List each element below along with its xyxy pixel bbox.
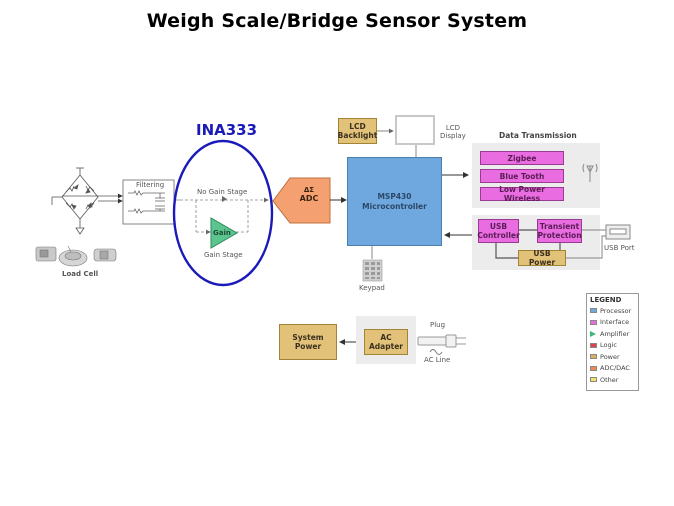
lcd-backlight-line2: Backlight <box>337 131 378 140</box>
transient-protection-block: Transient Protection <box>537 219 582 243</box>
gain-label: Gain <box>213 229 231 237</box>
ina333-label: INA333 <box>196 121 258 139</box>
lcd-display-line2: Display <box>440 132 466 140</box>
legend-label: ADC/DAC <box>600 364 630 373</box>
usb-port-icon <box>605 224 631 240</box>
ina333-outline <box>172 139 274 287</box>
legend-item-processor: Processor <box>590 305 635 317</box>
gain-stage-label: Gain Stage <box>204 251 243 259</box>
legend-title: LEGEND <box>590 296 622 304</box>
plug-icon <box>417 334 466 348</box>
adc-label: ADC <box>299 194 319 203</box>
ac-line-label: AC Line <box>424 356 451 364</box>
ac-wave-icon <box>429 349 443 355</box>
signal-path <box>180 197 269 235</box>
usb-controller-line2: Controller <box>477 231 520 240</box>
usb-wiring <box>495 229 606 259</box>
logic-swatch-icon <box>590 342 597 348</box>
usb-power-block: USB Power <box>518 249 566 267</box>
legend-item-adc-dac: ADC/DAC <box>590 363 635 375</box>
adc-block: ΔΣ ADC <box>290 186 328 203</box>
gain-amplifier-triangle <box>210 217 239 249</box>
no-gain-stage-label: No Gain Stage <box>197 188 248 196</box>
adc-symbol: ΔΣ <box>303 186 315 194</box>
legend-label: Other <box>600 375 619 384</box>
lcd-backlight-block: LCD Backlight <box>338 118 377 144</box>
bridge-sensor-icon <box>51 167 123 235</box>
plug-label: Plug <box>430 321 446 329</box>
legend: LEGEND Processor Interface Amplifier Log… <box>586 293 639 391</box>
msp430-microcontroller-block: MSP430 Microcontroller <box>347 157 442 246</box>
system-power-block: System Power <box>279 324 337 360</box>
lcd-backlight-line1: LCD <box>349 122 366 131</box>
legend-label: Power <box>600 352 620 361</box>
mcu-line2: Microcontroller <box>362 201 427 211</box>
usb-controller-block: USB Controller <box>477 219 520 243</box>
signal-arrow-icon <box>222 196 227 202</box>
system-power-line2: Power <box>294 342 322 351</box>
other-swatch-icon <box>590 377 597 383</box>
lcd-display-line1: LCD <box>445 124 460 132</box>
legend-item-logic: Logic <box>590 340 635 352</box>
lcd-display-screen <box>395 115 435 145</box>
filtering-label: Filtering <box>136 181 165 189</box>
legend-item-other: Other <box>590 374 635 386</box>
processor-swatch-icon <box>590 308 597 314</box>
keypad-icon <box>362 259 383 282</box>
keypad-label: Keypad <box>359 284 385 292</box>
zigbee-block: Zigbee <box>480 151 564 165</box>
bluetooth-block: Blue Tooth <box>480 169 564 183</box>
load-cell-icons <box>35 245 117 267</box>
load-cell-label: Load Cell <box>62 270 99 278</box>
legend-label: Logic <box>600 341 617 350</box>
system-power-line1: System <box>292 333 324 342</box>
low-power-wireless-block: Low Power Wireless <box>480 185 564 203</box>
interface-swatch-icon <box>590 319 597 325</box>
antenna-icon <box>582 163 598 182</box>
legend-item-amplifier: Amplifier <box>590 328 635 340</box>
page-title: Weigh Scale/Bridge Sensor System <box>146 10 528 32</box>
data-transmission-title: Data Transmission <box>499 131 577 140</box>
lcd-display-label: LCD Display <box>440 124 466 140</box>
usb-controller-line1: USB <box>489 222 508 231</box>
ac-adapter-block: AC Adapter <box>364 329 408 355</box>
transient-line2: Protection <box>537 231 582 240</box>
legend-item-interface: Interface <box>590 317 635 329</box>
adc-dac-swatch-icon <box>590 365 597 371</box>
usb-port-label: USB Port <box>604 244 635 252</box>
legend-label: Processor <box>600 306 632 315</box>
transient-line1: Transient <box>539 222 580 231</box>
legend-item-power: Power <box>590 351 635 363</box>
filtering-block <box>122 179 180 225</box>
amplifier-triangle-icon <box>590 330 596 337</box>
ac-adapter-line2: Adapter <box>369 342 403 351</box>
power-swatch-icon <box>590 354 597 360</box>
legend-label: Amplifier <box>600 329 630 338</box>
legend-label: Interface <box>600 318 630 327</box>
mcu-line1: MSP430 <box>377 191 412 201</box>
ac-adapter-line1: AC <box>380 333 392 342</box>
